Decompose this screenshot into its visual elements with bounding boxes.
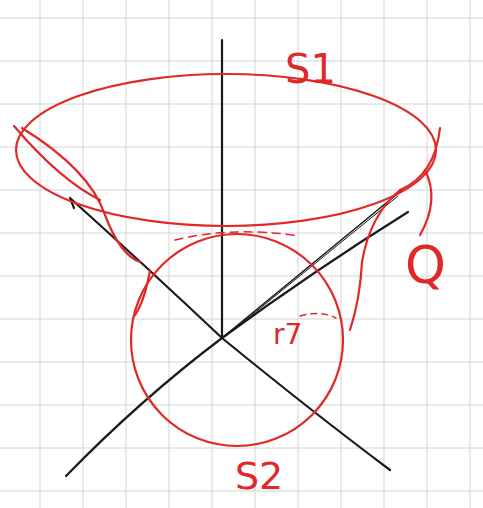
surface-label: S2 (232, 456, 286, 496)
surface-left (22, 128, 140, 262)
double-cone (66, 40, 408, 476)
top-section-ellipse (16, 74, 436, 226)
surface-label: Q (402, 238, 449, 292)
surface-right (350, 128, 440, 330)
red-surfaces (14, 74, 440, 446)
surface-label: S1 (282, 48, 339, 90)
radius-label: r7 (270, 320, 305, 350)
bottom-section-circle (131, 234, 343, 446)
